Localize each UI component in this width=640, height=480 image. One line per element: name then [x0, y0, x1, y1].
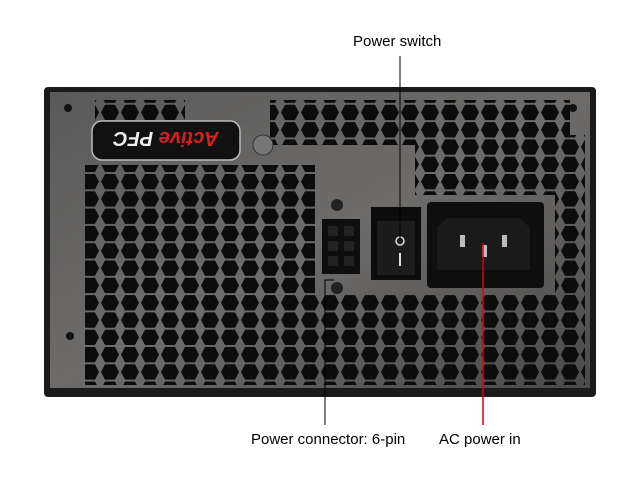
- power-connector-label: Power connector: 6-pin: [251, 431, 406, 448]
- screw-icon: [569, 104, 577, 112]
- svg-text:Active PFC: Active PFC: [113, 127, 220, 149]
- active-pfc-badge: Active PFC: [91, 120, 241, 161]
- bottom-grill: [315, 295, 585, 385]
- screw-icon: [64, 104, 72, 112]
- power-switch: [371, 207, 421, 280]
- left-grill: [85, 165, 315, 385]
- ac-power-in-label: AC power in: [439, 431, 521, 448]
- screw-icon: [66, 332, 74, 340]
- power-connector-callout-line: [324, 279, 334, 425]
- ac-inlet: [427, 202, 544, 288]
- six-pin-connector: [322, 219, 360, 274]
- power-switch-label: Power switch: [353, 33, 442, 50]
